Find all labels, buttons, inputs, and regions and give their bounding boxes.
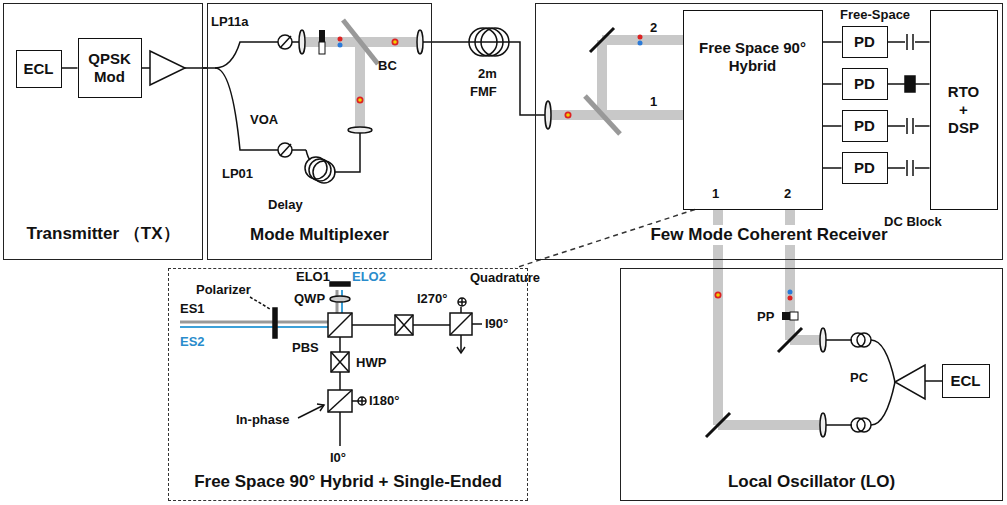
- part-label: Polarizer: [196, 282, 251, 297]
- panel: Local Oscillator (LO) ECL: [620, 268, 1003, 501]
- photodiode-box: PD: [842, 68, 888, 100]
- part-label: PC: [850, 370, 868, 385]
- modulator-box: QPSK Mod: [78, 38, 142, 98]
- part-label: 1: [712, 186, 719, 201]
- part-label: DC Block: [884, 214, 942, 229]
- part-label: ES2: [180, 334, 205, 349]
- panel-title: Mode Multiplexer: [247, 225, 392, 245]
- photodiode-box: PD: [842, 152, 888, 184]
- part-label: 1: [650, 94, 657, 109]
- part-label: Delay: [268, 197, 303, 212]
- source-box: ECL: [942, 364, 990, 398]
- connector-line: [823, 167, 842, 169]
- photodiode-box: PD: [842, 110, 888, 142]
- box-label: RTO + DSP: [943, 83, 985, 137]
- part-label: HWP: [356, 355, 386, 370]
- part-label: I90°: [485, 316, 508, 331]
- scope-dsp-box: RTO + DSP: [930, 10, 998, 210]
- box-label: ECL: [24, 60, 54, 78]
- part-label: LP01: [222, 166, 253, 181]
- box-label: PD: [854, 159, 875, 177]
- part-label: ELO2: [352, 269, 386, 284]
- part-label: BC: [378, 58, 397, 73]
- part-label: QWP: [294, 291, 325, 306]
- part-label: 2: [650, 20, 657, 35]
- part-label: I0°: [330, 450, 346, 465]
- panel: Mode Multiplexer: [207, 3, 432, 260]
- part-label: PP: [757, 309, 774, 324]
- part-label: I180°: [369, 393, 400, 408]
- panel: Transmitter （TX） ECL QPSK Mod: [3, 3, 203, 260]
- part-label: VOA: [250, 112, 278, 127]
- connector-line: [823, 83, 842, 85]
- source-box: ECL: [16, 50, 62, 88]
- connector-line: [823, 41, 842, 43]
- photodiode-box: PD: [842, 26, 888, 58]
- part-label: ES1: [180, 301, 205, 316]
- part-label: 2: [784, 186, 791, 201]
- hybrid-box: Free Space 90° Hybrid: [683, 10, 823, 210]
- panel-title: Free Space 90° Hybrid + Single-Ended: [191, 472, 505, 492]
- panel-title: Local Oscillator (LO): [725, 472, 898, 492]
- panel-title: Transmitter （TX）: [23, 222, 182, 245]
- part-label: In-phase: [236, 412, 289, 427]
- box-label: PD: [854, 75, 875, 93]
- panel-title: Few Mode Coherent Receiver: [647, 225, 890, 245]
- connector-line: [432, 42, 535, 115]
- part-label: I270°: [417, 291, 448, 306]
- part-label: Free-Space: [840, 7, 910, 22]
- box-label: PD: [854, 33, 875, 51]
- connector-line: [823, 125, 842, 127]
- detail-panel: Free Space 90° Hybrid + Single-Ended: [168, 268, 528, 501]
- part-label: Quadrature: [470, 270, 540, 285]
- box-label: ECL: [951, 372, 981, 390]
- connector-line: [62, 67, 78, 69]
- part-label: LP11a: [211, 14, 249, 29]
- part-label: ELO1: [296, 269, 330, 284]
- part-label: 2m: [478, 66, 497, 81]
- part-label: FMF: [470, 84, 497, 99]
- part-label: PBS: [292, 340, 319, 355]
- box-label: Free Space 90° Hybrid: [697, 39, 809, 75]
- box-label: PD: [854, 117, 875, 135]
- box-label: QPSK Mod: [84, 50, 136, 86]
